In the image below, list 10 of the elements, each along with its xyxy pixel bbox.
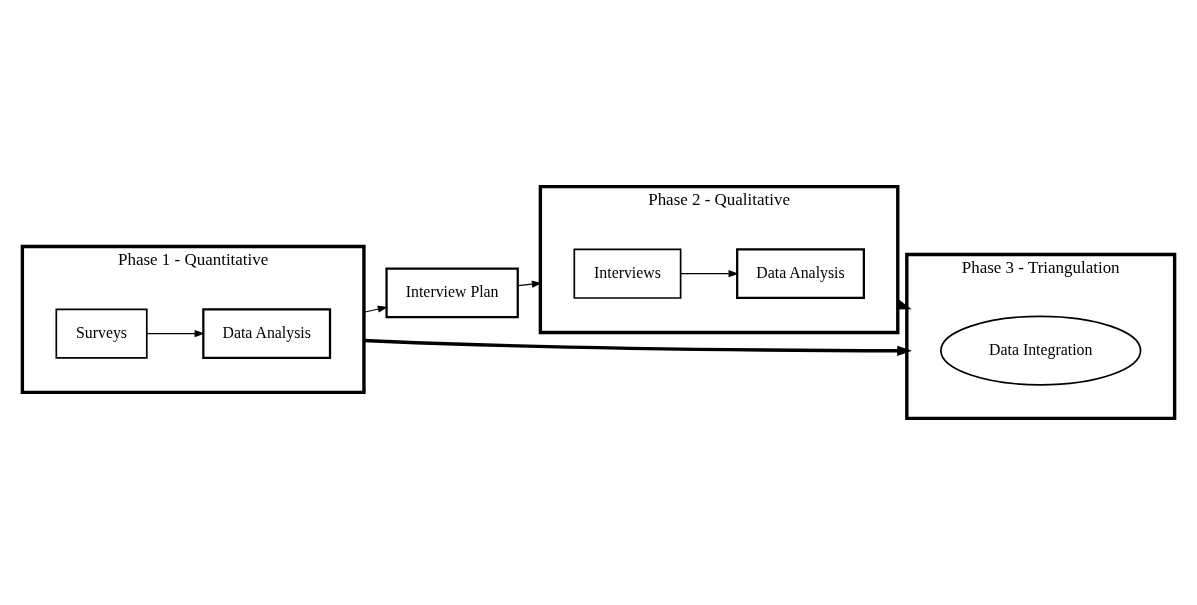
node-box: Interviews <box>573 248 682 299</box>
node-box: Interview Plan <box>385 267 519 319</box>
arrow <box>680 270 739 278</box>
node-box: Surveys <box>55 308 148 359</box>
node-box: Data Analysis <box>736 248 865 300</box>
arrow <box>363 305 388 313</box>
node-box: Data Analysis <box>202 308 332 360</box>
node-ellipse: Data Integration <box>940 315 1142 386</box>
arrow <box>363 338 912 356</box>
arrow <box>146 330 205 338</box>
